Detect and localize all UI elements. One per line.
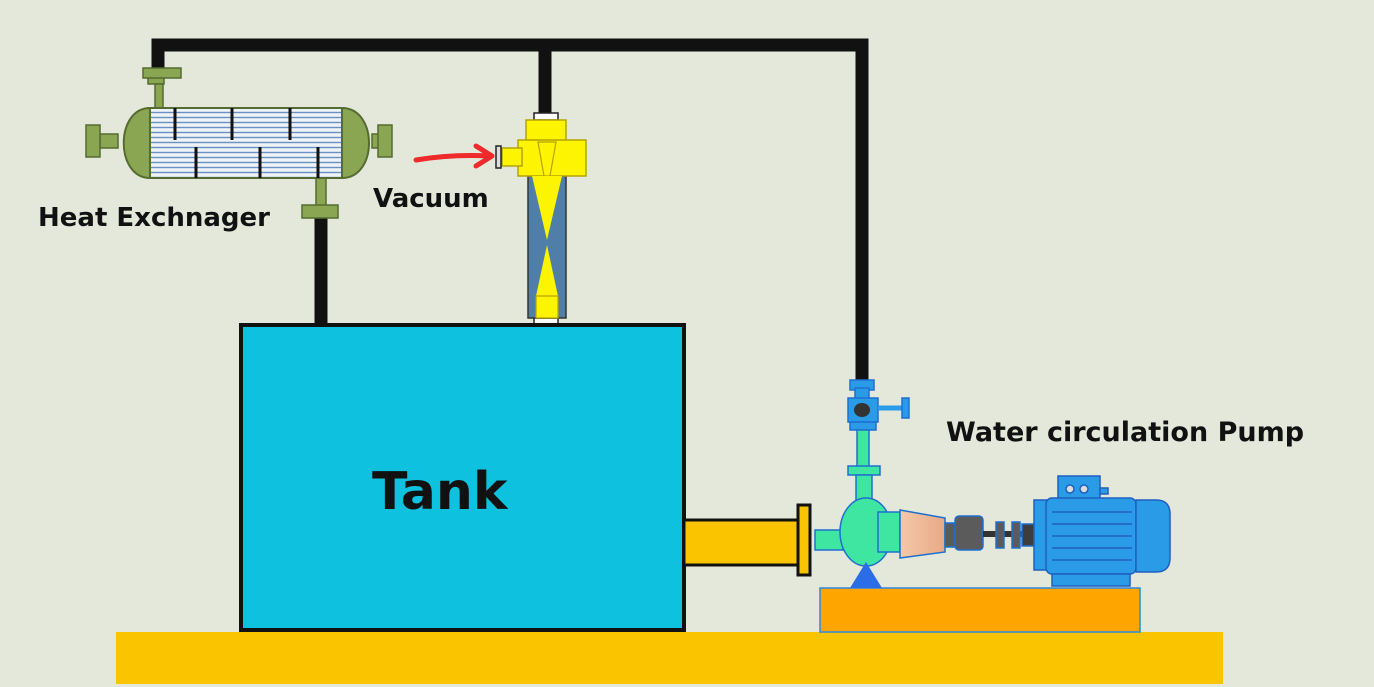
tank-label: Tank [372,462,508,522]
piping [151,38,869,392]
suction-pipe [682,503,812,577]
heat-exchanger [85,67,393,219]
pump-label: Water circulation Pump [946,417,1305,448]
pump-motor [1033,475,1171,587]
vacuum-arrow [413,143,495,169]
water-circulation-pump [814,497,1035,588]
pump-skid [819,587,1141,633]
heat-exchanger-label: Heat Exchnager [38,203,270,233]
discharge-valve [847,379,910,502]
base-platform [116,632,1223,684]
vacuum-ejector [495,112,587,326]
vacuum-label: Vacuum [373,184,489,214]
tank [239,323,686,632]
